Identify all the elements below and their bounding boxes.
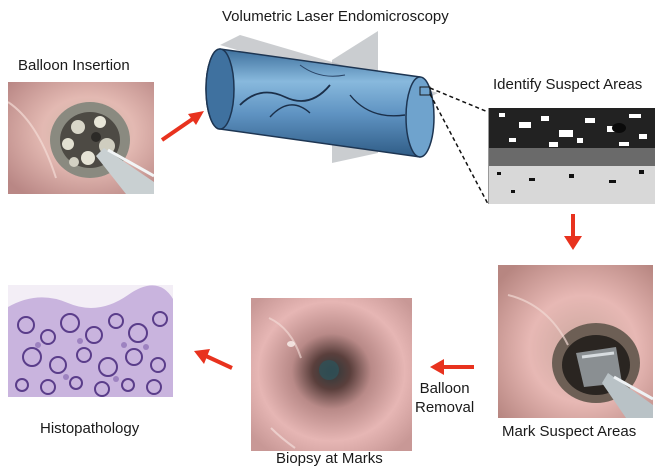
zoom-lines bbox=[428, 86, 490, 208]
label-balloon-removal-line1: Balloon bbox=[415, 379, 474, 398]
arrow-to-mark bbox=[561, 212, 585, 252]
balloon-insertion-image bbox=[8, 82, 154, 194]
vle-cylinder-image bbox=[200, 25, 445, 170]
label-mark-suspect-areas: Mark Suspect Areas bbox=[502, 423, 636, 440]
label-balloon-insertion: Balloon Insertion bbox=[18, 57, 130, 74]
label-vle: Volumetric Laser Endomicroscopy bbox=[222, 8, 449, 25]
histopathology-image bbox=[8, 285, 173, 397]
label-histopathology: Histopathology bbox=[40, 420, 139, 437]
oct-scan-image bbox=[488, 108, 655, 204]
label-identify-suspect-areas: Identify Suspect Areas bbox=[493, 76, 642, 93]
arrow-to-histopathology bbox=[192, 346, 234, 372]
biopsy-at-marks-image bbox=[251, 298, 412, 451]
label-biopsy-at-marks: Biopsy at Marks bbox=[276, 450, 383, 467]
mark-suspect-areas-image bbox=[498, 265, 653, 418]
label-balloon-removal: Balloon Removal bbox=[415, 379, 474, 417]
arrow-to-biopsy bbox=[428, 356, 476, 378]
label-balloon-removal-line2: Removal bbox=[415, 398, 474, 417]
